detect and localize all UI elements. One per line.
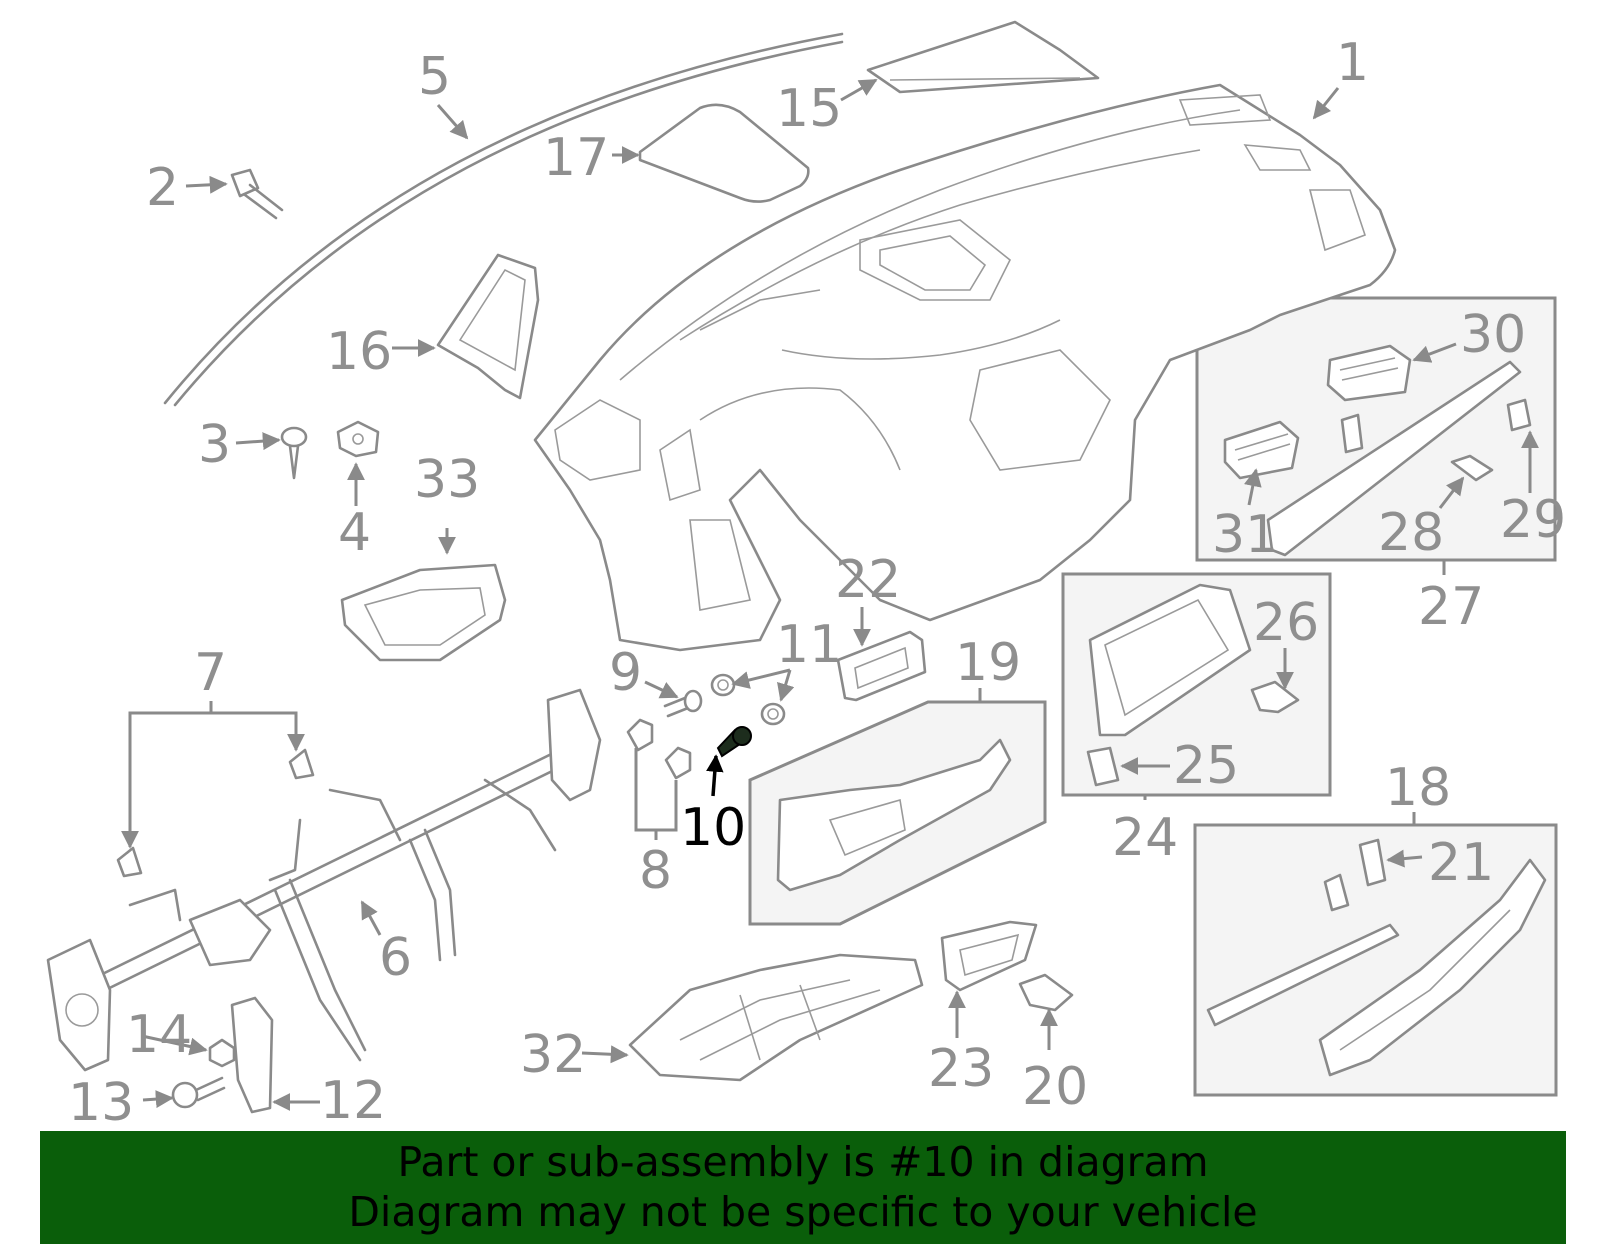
part-13-bolt	[171, 1076, 226, 1109]
part-30-vent	[1326, 344, 1412, 402]
part-16-trim	[436, 253, 540, 400]
part-2-bolt	[230, 168, 284, 220]
callout-8: 8	[639, 841, 672, 901]
part-7-bracket-b	[116, 846, 143, 878]
leader-lines	[121, 78, 1539, 1111]
callout-19: 19	[955, 633, 1021, 693]
part-20-latch	[1018, 973, 1074, 1012]
callout-22: 22	[835, 550, 901, 610]
part-8-clip-b	[664, 746, 692, 780]
callout-21: 21	[1428, 833, 1494, 893]
callout-29: 29	[1500, 490, 1566, 550]
part-29-clip	[1506, 398, 1532, 432]
part-26-bracket	[1250, 680, 1300, 714]
callout-labels: 1 2 3 4 5 6 7 8 9 10 11 12 13 14 15 16 1…	[68, 33, 1566, 1133]
callout-18: 18	[1385, 758, 1451, 818]
callout-15: 15	[776, 79, 842, 139]
callout-27: 27	[1418, 577, 1484, 637]
callout-31: 31	[1212, 505, 1278, 565]
part-32-tray	[628, 953, 924, 1082]
callout-33: 33	[414, 450, 480, 510]
banner-line-2: Diagram may not be specific to your vehi…	[348, 1188, 1258, 1236]
part-3-screw	[280, 426, 308, 480]
part-18-clip	[1323, 873, 1350, 912]
part-22-bezel	[836, 630, 927, 702]
callout-23: 23	[928, 1039, 994, 1099]
callout-11: 11	[776, 615, 842, 675]
part-14-nut	[208, 1038, 236, 1068]
callout-16: 16	[326, 322, 392, 382]
callout-26: 26	[1253, 593, 1319, 653]
callout-17: 17	[543, 128, 609, 188]
callout-7: 7	[194, 643, 227, 703]
callout-5: 5	[418, 47, 451, 107]
part-7-bracket-a	[288, 748, 315, 780]
part-10-bolt-highlighted	[716, 726, 752, 758]
callout-2: 2	[146, 158, 179, 218]
callout-32: 32	[520, 1025, 586, 1085]
part-cross-car-beam	[46, 688, 602, 1072]
callout-1: 1	[1336, 33, 1369, 93]
part-27-trim-strip	[1266, 360, 1522, 557]
part-9-bolt	[663, 689, 703, 718]
callout-25: 25	[1173, 736, 1239, 796]
callout-10-highlighted: 10	[680, 798, 746, 858]
callout-30: 30	[1460, 305, 1526, 365]
part-1-instrument-panel	[533, 83, 1397, 652]
banner-line-1: Part or sub-assembly is #10 in diagram	[397, 1138, 1209, 1186]
part-15-grille	[866, 20, 1100, 94]
callout-4: 4	[338, 503, 371, 563]
callout-24: 24	[1112, 808, 1178, 868]
part-19-glovebox-door	[776, 738, 1012, 892]
part-18-bracket	[1206, 858, 1547, 1077]
part-11-spacer-a	[710, 673, 736, 697]
part-23-handle	[940, 920, 1038, 992]
callout-3: 3	[198, 415, 231, 475]
part-24-display-housing	[1088, 583, 1252, 737]
part-31-vent	[1223, 420, 1300, 480]
part-11-spacer-b	[760, 702, 786, 726]
part-27-clip	[1340, 413, 1364, 454]
callout-6: 6	[379, 928, 412, 988]
part-5-trim-strip	[163, 32, 844, 407]
part-21-bulb	[1358, 838, 1387, 887]
part-25-bracket	[1086, 746, 1120, 787]
part-17-cover	[638, 103, 810, 203]
callout-14: 14	[126, 1005, 192, 1065]
part-33-airbag	[340, 563, 507, 662]
callout-28: 28	[1378, 503, 1444, 563]
info-banner: Part or sub-assembly is #10 in diagram D…	[40, 1131, 1566, 1244]
part-8-clip-a	[626, 718, 654, 752]
part-4-clip	[336, 420, 380, 458]
part-28-clip	[1450, 454, 1494, 482]
part-12-bracket	[230, 996, 274, 1114]
callout-12: 12	[320, 1071, 386, 1131]
callout-13: 13	[68, 1073, 134, 1133]
callout-20: 20	[1022, 1057, 1088, 1117]
callout-9: 9	[609, 643, 642, 703]
